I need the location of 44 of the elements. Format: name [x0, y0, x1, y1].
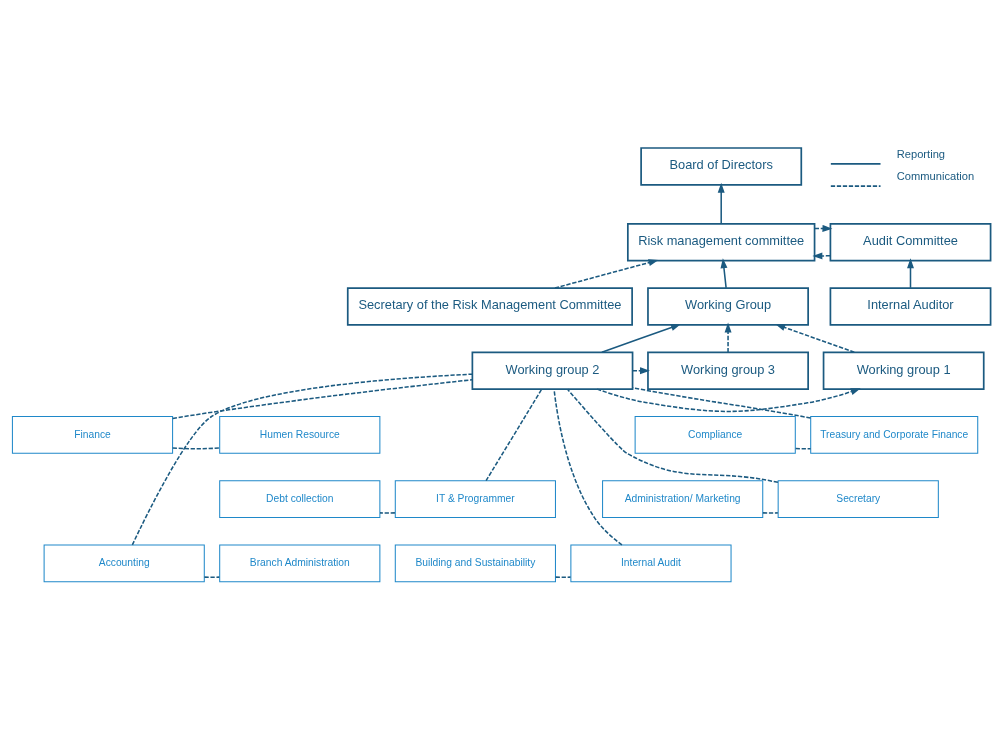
node-box: Internal Auditor — [829, 286, 992, 326]
node-box: Working group 1 — [822, 350, 985, 390]
connector — [131, 372, 473, 546]
arrow — [775, 323, 856, 353]
node-box: Branch Administration — [219, 543, 381, 582]
node-box: Working Group — [647, 286, 809, 326]
node-box: IT & Programmer — [394, 479, 556, 518]
node-box: Accounting — [43, 543, 205, 582]
node-box: Working group 3 — [647, 350, 809, 390]
node-box: Humen Resource — [219, 415, 381, 454]
node-box: Working group 2 — [471, 350, 634, 390]
node-box: Debt collection — [219, 479, 381, 518]
node-box: Administration/ Marketing — [602, 479, 764, 518]
arrow — [907, 257, 914, 289]
connector — [485, 388, 543, 481]
node-box: Board of Directors — [640, 146, 803, 186]
connector — [762, 511, 779, 514]
node-box: Compliance — [634, 415, 796, 454]
arrow — [717, 182, 725, 224]
connector — [566, 388, 779, 483]
node-box: Treasury and Corporate Finance — [810, 415, 979, 454]
arrow — [724, 322, 732, 353]
node-box: Secretary — [777, 479, 939, 518]
arrow — [812, 251, 831, 259]
arrow — [596, 387, 861, 412]
arrow — [554, 258, 659, 289]
arrow — [601, 323, 681, 353]
arrow — [720, 257, 728, 289]
connector — [379, 511, 396, 514]
connector — [554, 575, 572, 578]
arrow — [813, 224, 833, 232]
connector — [794, 447, 812, 449]
node-box: Building and Sustainability — [394, 543, 556, 582]
arrow — [631, 366, 650, 374]
node-box: Risk management committee — [627, 222, 816, 261]
node-box: Secretary of the Risk Management Committee — [346, 286, 633, 326]
node-box: Audit Committee — [829, 222, 992, 261]
connector — [203, 575, 221, 578]
legend-label: Reporting — [896, 147, 946, 160]
node-box: Internal Audit — [570, 543, 732, 582]
connector — [171, 378, 473, 419]
connector — [171, 446, 221, 449]
node-box: Finance — [11, 415, 174, 454]
legend-label: Communication — [896, 169, 975, 182]
